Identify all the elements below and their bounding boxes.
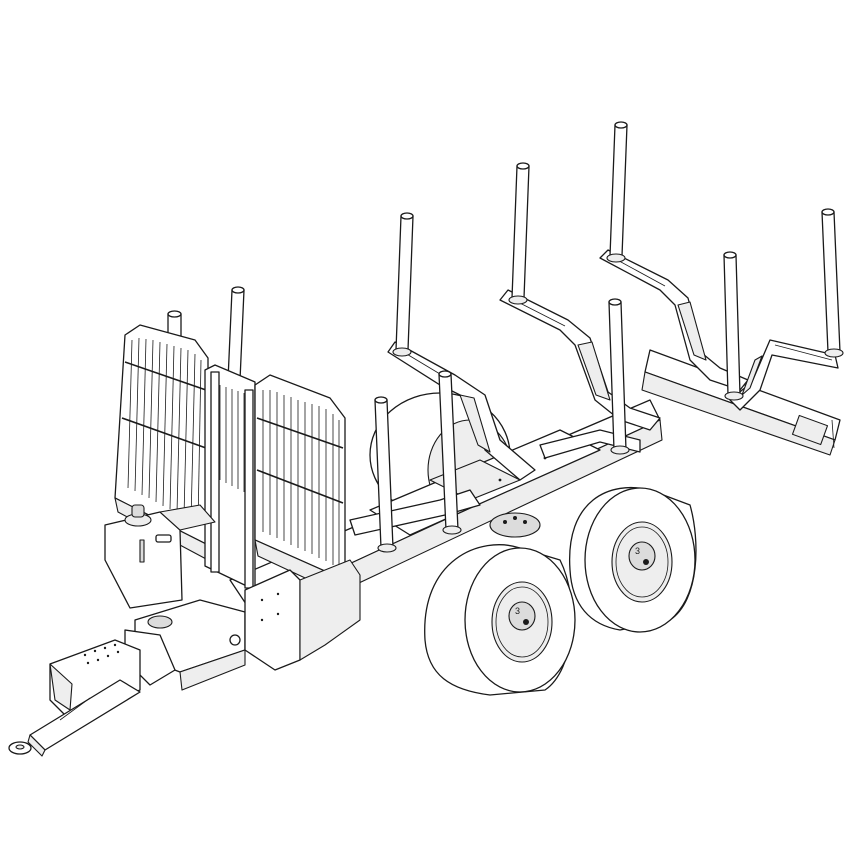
stake-9 — [438, 370, 462, 535]
right-grille — [256, 390, 344, 568]
wheel-rear: 3 — [569, 486, 697, 633]
stake-4 — [508, 162, 530, 305]
stake-10 — [374, 396, 397, 553]
stake-5 — [606, 121, 628, 263]
hub-marking: 3 — [515, 606, 520, 616]
stake-2 — [227, 286, 245, 381]
stake-3 — [392, 212, 414, 357]
hub-marking: 3 — [635, 546, 640, 556]
front-valve-box — [244, 559, 361, 671]
drawbar-assembly — [8, 599, 246, 757]
stakes — [167, 121, 844, 553]
center-grille — [219, 385, 245, 492]
hydraulic-tank — [104, 504, 216, 609]
wheel-front: 3 — [424, 544, 576, 696]
headboard — [114, 324, 349, 599]
stake-6 — [723, 251, 744, 401]
stake-8 — [608, 298, 630, 455]
towing-eye — [8, 741, 32, 755]
left-grille — [121, 337, 207, 526]
stake-7 — [821, 208, 844, 358]
bogie-axle — [489, 512, 541, 538]
